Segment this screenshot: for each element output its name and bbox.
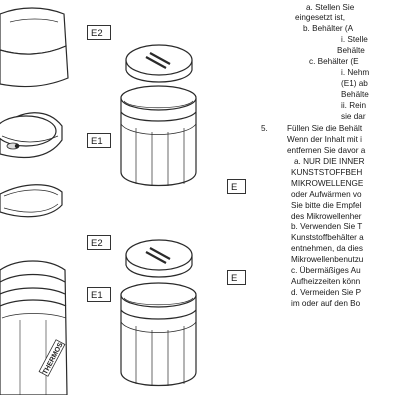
label-e2-top: E2 (87, 25, 111, 40)
e2-lid-top-illustration (125, 44, 193, 83)
label-e-bottom: E (227, 270, 246, 285)
text-line: Sie bitte die Empfel (291, 201, 362, 210)
text-line: b. Verwenden Sie T (291, 222, 363, 231)
text-line: b. Behälter (A (303, 24, 354, 33)
e1-container-top-illustration (120, 85, 197, 186)
e1-container-bottom-illustration (120, 282, 197, 386)
label-e1-bottom: E1 (87, 287, 111, 302)
text-line: des Mikrowellenher (291, 212, 362, 221)
text-line: Wenn der Inhalt mit i (287, 135, 362, 144)
text-line: i. Nehm (341, 68, 370, 77)
text-line: im oder auf den Bo (291, 299, 361, 308)
text-line: Aufheizzeiten könn (291, 277, 361, 286)
text-line: a. Stellen Sie (306, 3, 355, 12)
text-line: Behälte (337, 46, 365, 55)
seal-ring-illustration (0, 184, 63, 218)
label-e1-top: E1 (87, 133, 111, 148)
text-line: eingesetzt ist, (295, 13, 346, 22)
stopper-illustration (0, 112, 63, 159)
text-line: sie dar (341, 112, 366, 121)
text-line: entfernen Sie davor a (287, 146, 366, 155)
text-line: Behälte (341, 90, 369, 99)
text-line: a. NUR DIE INNER (294, 157, 365, 166)
text-line: KUNSTSTOFFBEH (291, 168, 363, 177)
text-line: Kunststoffbehälter a (291, 233, 364, 242)
text-line: entnehmen, da dies (291, 244, 363, 253)
label-e2-bottom: E2 (87, 235, 111, 250)
product-illustration: THERMOS (0, 7, 197, 395)
text-line: MIKROWELLENGE (291, 179, 364, 188)
flask-illustration (0, 260, 68, 395)
text-line: ii. Rein (341, 101, 367, 110)
text-line: Füllen Sie die Behält (287, 124, 363, 133)
e2-lid-bottom-illustration (125, 239, 193, 278)
lid-illustration (0, 7, 69, 88)
label-e-top: E (227, 179, 246, 194)
text-line: 5. (261, 124, 268, 133)
text-line: oder Aufwärmen vo (291, 190, 362, 199)
text-line: i. Stelle (341, 35, 368, 44)
text-line: (E1) ab (341, 79, 368, 88)
text-line: c. Behälter (E (309, 57, 359, 66)
text-line: d. Vermeiden Sie P (291, 288, 362, 297)
text-line: c. Übermäßiges Au (291, 266, 361, 275)
text-line: Mikrowellenbenutzu (291, 255, 364, 264)
